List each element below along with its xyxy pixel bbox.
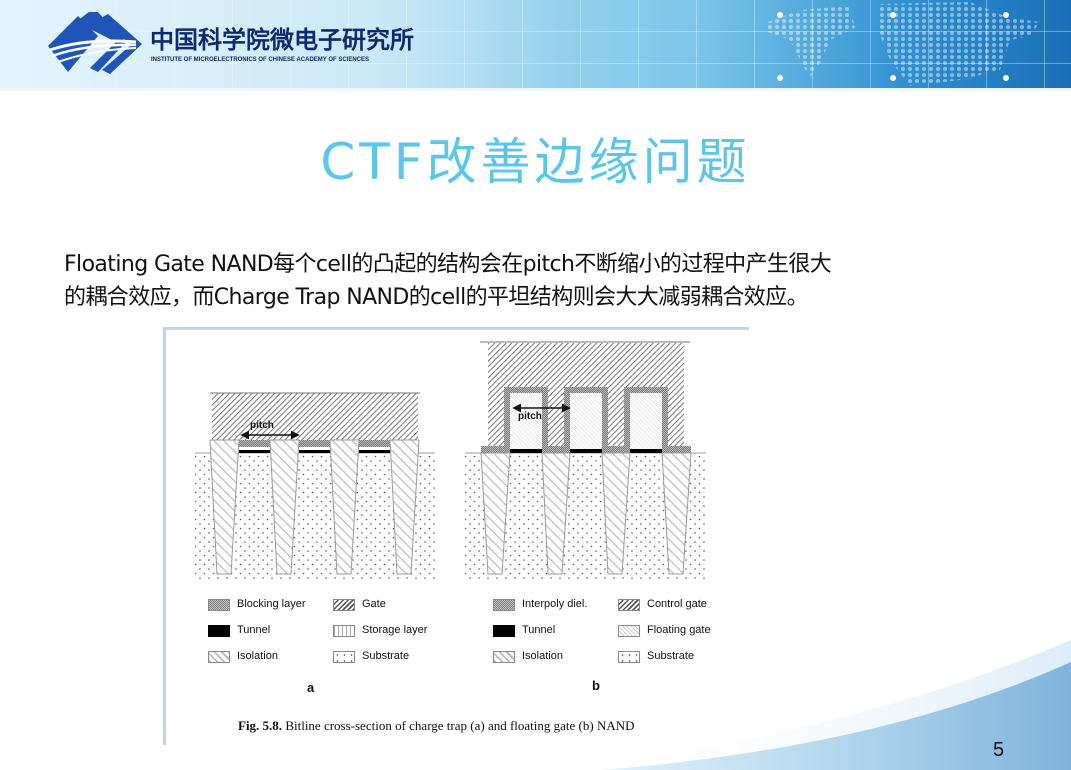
legend-swatch-light-hatch (618, 625, 640, 637)
legend-swatch-wide-hatch (208, 651, 230, 663)
legend-label: Gate (362, 598, 386, 610)
legend-swatch-checker (208, 599, 230, 611)
legend-label: Blocking layer (237, 598, 306, 610)
header-banner: 中国科学院微电子研究所 INSTITUTE OF MICROELECTRONIC… (0, 0, 1071, 88)
legend-swatch-dots (618, 651, 640, 663)
figure-caption-number: Fig. 5.8. (238, 718, 283, 733)
legend-swatch-checker (493, 599, 515, 611)
panel-b-pitch-label: pitch (518, 411, 542, 422)
legend-swatch-dots (333, 651, 355, 663)
header-divider (0, 88, 1071, 91)
page-number: 5 (993, 739, 1005, 761)
legend-label: Control gate (647, 598, 707, 610)
world-map-dots (768, 2, 1040, 86)
legend-label: Substrate (647, 650, 695, 662)
legend-label: Substrate (362, 650, 410, 662)
legend-label: Tunnel (522, 624, 556, 636)
body-line-2: 的耦合效应，而Charge Trap NAND的cell的平坦结构则会大大减弱耦… (64, 285, 809, 310)
institute-name-cn: 中国科学院微电子研究所 (150, 26, 414, 54)
legend-label: Isolation (522, 650, 563, 662)
figure-frame (163, 327, 749, 745)
legend-label: Tunnel (237, 624, 271, 636)
legend-swatch-dense-hatch (618, 599, 640, 611)
legend-swatch-solid-black (208, 625, 230, 637)
panel-a-letter: a (307, 680, 315, 695)
legend-label: Interpoly diel. (522, 598, 588, 610)
legend-label: Isolation (237, 650, 278, 662)
figure-caption: Fig. 5.8. Bitline cross-section of charg… (238, 718, 635, 733)
legend-swatch-dense-hatch (333, 599, 355, 611)
legend-label: Floating gate (647, 624, 711, 636)
legend-label: Storage layer (362, 624, 428, 636)
figure-caption-text: Bitline cross-section of charge trap (a)… (282, 718, 635, 733)
legend-swatch-vertical-lines (333, 625, 355, 637)
panel-b-letter: b (592, 678, 600, 693)
slide-title: CTF改善边缘问题 (320, 133, 751, 191)
panel-a-pitch-label: pitch (250, 420, 274, 431)
legend-swatch-wide-hatch (493, 651, 515, 663)
institute-name-en: INSTITUTE OF MICROELECTRONICS OF CHINESE… (151, 57, 370, 63)
legend-swatch-solid-black (493, 625, 515, 637)
institute-logo (48, 12, 142, 74)
body-line-1: Floating Gate NAND每个cell的凸起的结构会在pitch不断缩… (64, 252, 832, 277)
